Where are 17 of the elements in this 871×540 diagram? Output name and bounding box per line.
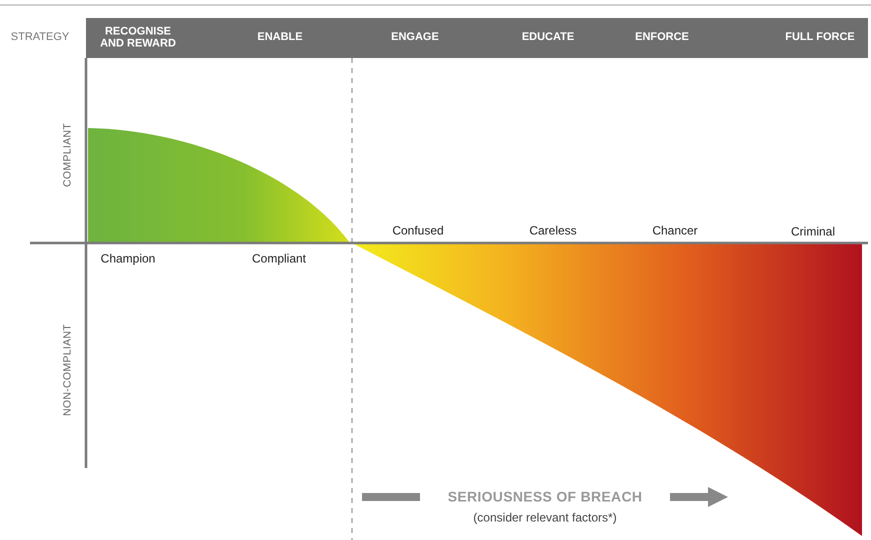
strategy-heading: ENABLE [257,32,303,44]
axis-label: NON-COMPLIANT [62,324,74,416]
strategy-heading: FULL FORCE [785,32,855,44]
category-label: Careless [529,224,577,238]
strategy-heading: RECOGNISE AND REWARD [99,26,177,50]
category-label: Champion [100,252,156,266]
strategy-heading: ENFORCE [635,32,689,44]
row-label: STRATEGY [10,32,70,44]
axis-label: COMPLIANT [62,123,74,187]
strategy-heading: EDUCATE [522,32,574,44]
category-label: Criminal [791,226,835,238]
category-label: Compliant [252,252,306,266]
category-label: Confused [392,224,444,238]
axis-title: SERIOUSNESS OF BREACH [448,490,642,504]
note-text: (consider relevant factors*) [473,512,617,524]
strategy-heading: ENGAGE [391,32,439,44]
category-label: Chancer [652,224,698,238]
